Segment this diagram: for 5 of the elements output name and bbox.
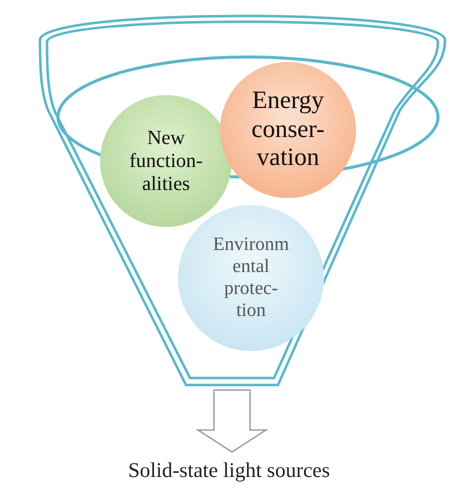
concept-circle: Environm ental protec- tion [178, 205, 324, 351]
concept-circle: New function- alities [100, 95, 232, 227]
block-arrow [195, 389, 269, 453]
output-label: Solid-state light sources [0, 458, 458, 490]
concept-circle: Energy conser- vation [220, 62, 356, 198]
